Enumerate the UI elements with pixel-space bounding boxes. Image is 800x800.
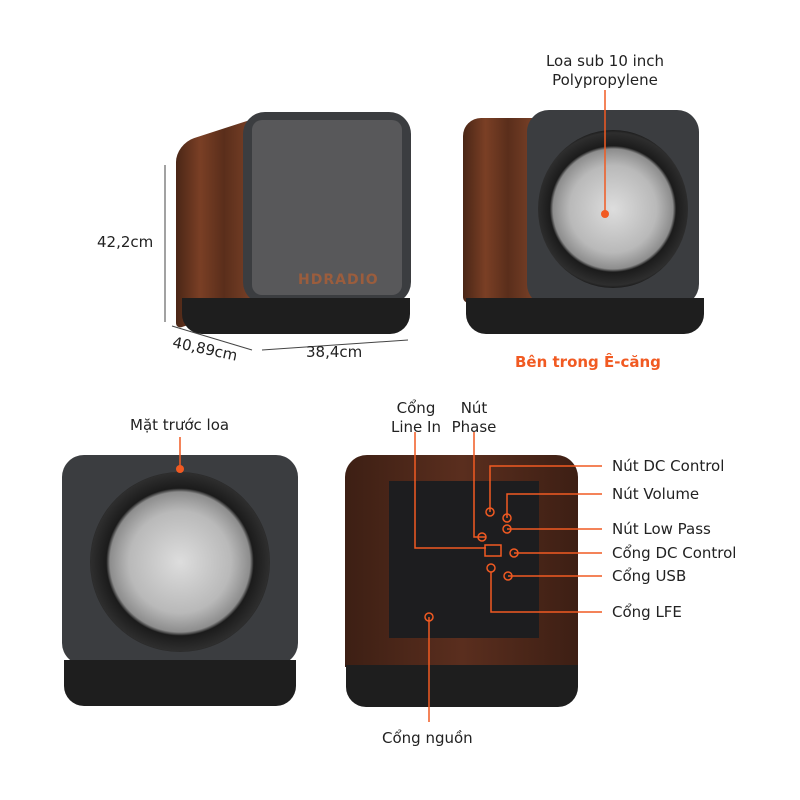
front-label: Mặt trước loa (130, 416, 230, 434)
height-label: 42,2cm (97, 233, 154, 251)
lfe-port-label: Cổng LFE (612, 603, 682, 621)
line-in-callout-line (414, 432, 486, 549)
depth-dimension-line (171, 325, 253, 351)
power-port-label: Cổng nguồn (382, 729, 473, 747)
usb-port-label: Cổng USB (612, 567, 687, 585)
volume-knob-label: Nút Volume (612, 485, 700, 503)
speaker-base (182, 298, 410, 334)
width-dimension-line (261, 339, 409, 351)
hd-radio-logo: HDRADIO (298, 272, 379, 288)
callout-dot (485, 507, 495, 517)
line-in-box (484, 544, 502, 557)
low-pass-knob-label: Nút Low Pass (612, 520, 711, 538)
phase-callout-line (473, 432, 486, 538)
speaker-side-panel (463, 118, 538, 303)
phase-label: Nút Phase (451, 399, 497, 436)
dc-control-port-label: Cổng DC Control (612, 544, 737, 562)
speaker-base (466, 298, 704, 334)
dc-control-callout-line (489, 465, 602, 512)
woofer-label: Loa sub 10 inch Polypropylene (545, 52, 665, 89)
width-label: 38,4cm (306, 343, 363, 361)
speaker-grille (252, 120, 402, 295)
speaker-base (64, 660, 296, 706)
lfe-callout-line (490, 572, 602, 613)
inside-caption: Bên trong Ê-căng (515, 353, 661, 371)
line-in-label: Cổng Line In (391, 399, 441, 436)
woofer (538, 130, 688, 288)
speaker-base (346, 665, 578, 707)
dc-control-knob-label: Nút DC Control (612, 457, 725, 475)
volume-callout-line (506, 493, 602, 518)
woofer (90, 472, 270, 652)
